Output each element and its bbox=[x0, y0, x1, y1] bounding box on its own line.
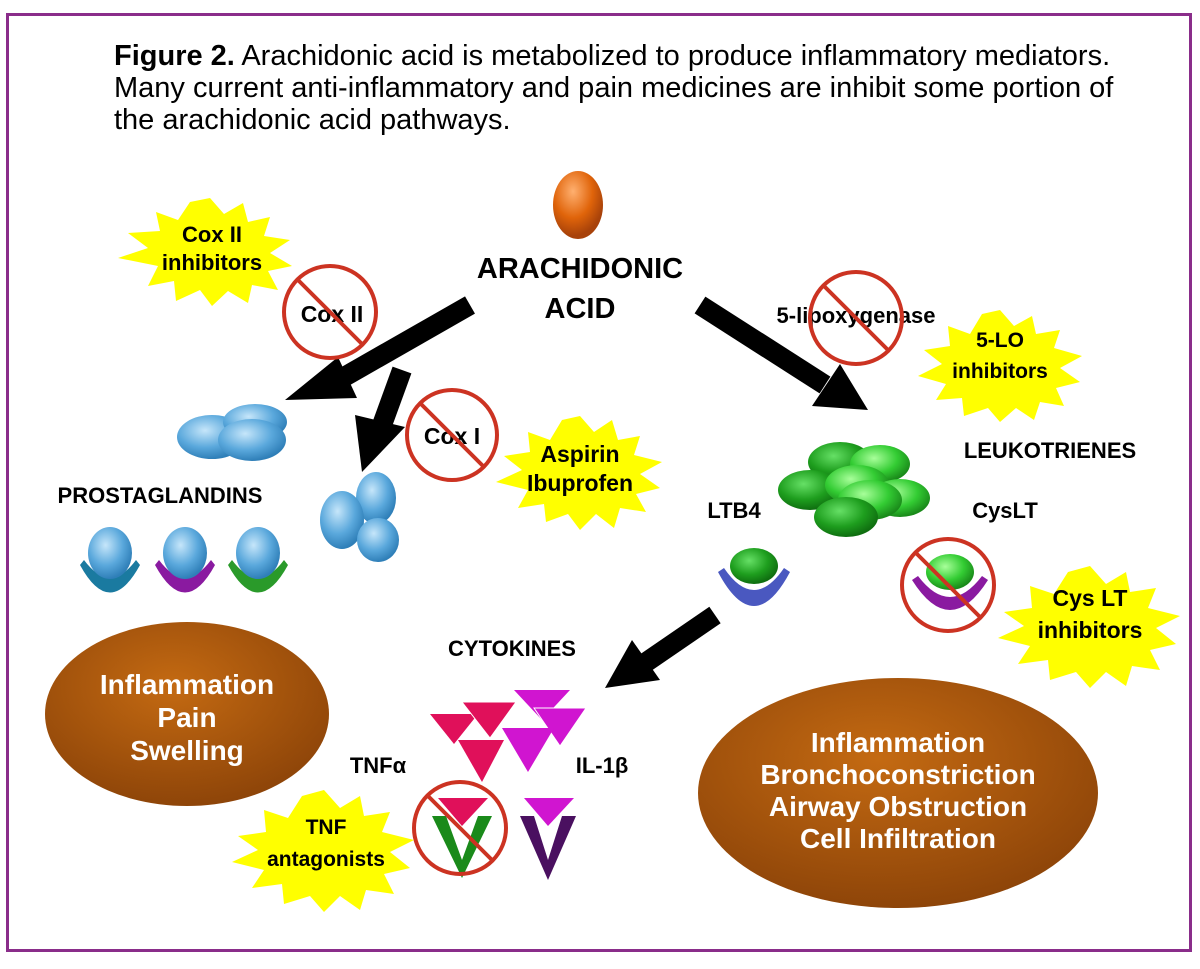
cytokines-label: CYTOKINES bbox=[448, 636, 576, 661]
leukotrienes-label: LEUKOTRIENES bbox=[964, 438, 1136, 463]
cytokine-triangles bbox=[430, 690, 587, 782]
il1b-label: IL-1β bbox=[576, 753, 629, 778]
aspirin-line1: Aspirin bbox=[540, 441, 619, 467]
cox2-inhibitors-line1: Cox II bbox=[182, 222, 242, 247]
ltb4-receptor bbox=[718, 548, 790, 606]
arachidonic-label-1: ARACHIDONIC bbox=[477, 253, 683, 285]
outcome-left-line2: Pain bbox=[157, 702, 216, 733]
cyslt-label: CysLT bbox=[972, 498, 1038, 523]
outcome-left-line1: Inflammation bbox=[100, 669, 274, 700]
cyslt-inhibitors-line1: Cys LT bbox=[1053, 585, 1128, 611]
lo-inhibitors-line1: 5-LO bbox=[976, 329, 1024, 352]
cyslt-inhibitors-burst: Cys LT inhibitors bbox=[998, 566, 1180, 688]
cox1-no-sign: Cox I bbox=[405, 388, 499, 482]
cox2-no-sign: Cox II bbox=[282, 264, 378, 360]
figure-caption: Figure 2. Arachidonic acid is metabolize… bbox=[114, 40, 1114, 136]
arrow-to-prostaglandins bbox=[285, 296, 475, 400]
arrow-to-cytokines bbox=[605, 606, 721, 688]
outcome-right-line1: Inflammation bbox=[811, 727, 985, 758]
caption-text: Arachidonic acid is metabolized to produ… bbox=[114, 40, 1114, 136]
arrow-to-leukotrienes bbox=[694, 296, 868, 410]
cyslt-inhibitors-line2: inhibitors bbox=[1038, 617, 1143, 643]
outcome-right-line4: Cell Infiltration bbox=[800, 823, 996, 854]
outcome-left-line3: Swelling bbox=[130, 735, 244, 766]
leukotriene-molecules bbox=[778, 442, 930, 537]
outcome-right-line2: Bronchoconstriction bbox=[760, 759, 1035, 790]
figure-frame bbox=[6, 13, 1192, 952]
lo-inhibitors-burst: 5-LO inhibitors bbox=[918, 310, 1082, 422]
il1-receptor bbox=[520, 798, 576, 880]
arrow-to-prostaglandins-2 bbox=[355, 366, 412, 472]
tnf-antagonists-burst: TNF antagonists bbox=[232, 790, 414, 912]
tnf-antagonists-line1: TNF bbox=[306, 816, 347, 839]
prostaglandins-label: PROSTAGLANDINS bbox=[58, 483, 263, 508]
lo-inhibitors-line2: inhibitors bbox=[952, 360, 1048, 383]
prostaglandin-receptors bbox=[80, 527, 288, 593]
cox2-inhibitors-burst: Cox II inhibitors bbox=[118, 198, 292, 306]
caption-label: Figure 2. bbox=[114, 40, 235, 72]
tnf-receptor-no-sign bbox=[412, 780, 508, 878]
outcome-right-line3: Airway Obstruction bbox=[769, 791, 1027, 822]
ltb4-label: LTB4 bbox=[707, 498, 761, 523]
outcome-right: Inflammation Bronchoconstriction Airway … bbox=[698, 678, 1098, 908]
prostaglandin-molecules bbox=[177, 404, 399, 562]
arachidonic-acid-molecule bbox=[553, 171, 603, 239]
aspirin-burst: Aspirin Ibuprofen bbox=[496, 416, 662, 530]
tnf-antagonists-line2: antagonists bbox=[267, 848, 385, 871]
tnfa-label: TNFα bbox=[350, 753, 407, 778]
aspirin-line2: Ibuprofen bbox=[527, 470, 633, 496]
cox2-inhibitors-line2: inhibitors bbox=[162, 250, 262, 275]
lipoxygenase-no-sign: 5-lipoxygenase bbox=[777, 270, 935, 366]
arachidonic-label-2: ACID bbox=[545, 293, 616, 325]
outcome-left: Inflammation Pain Swelling bbox=[45, 622, 329, 806]
cyslt-receptor-no-sign bbox=[900, 537, 996, 633]
